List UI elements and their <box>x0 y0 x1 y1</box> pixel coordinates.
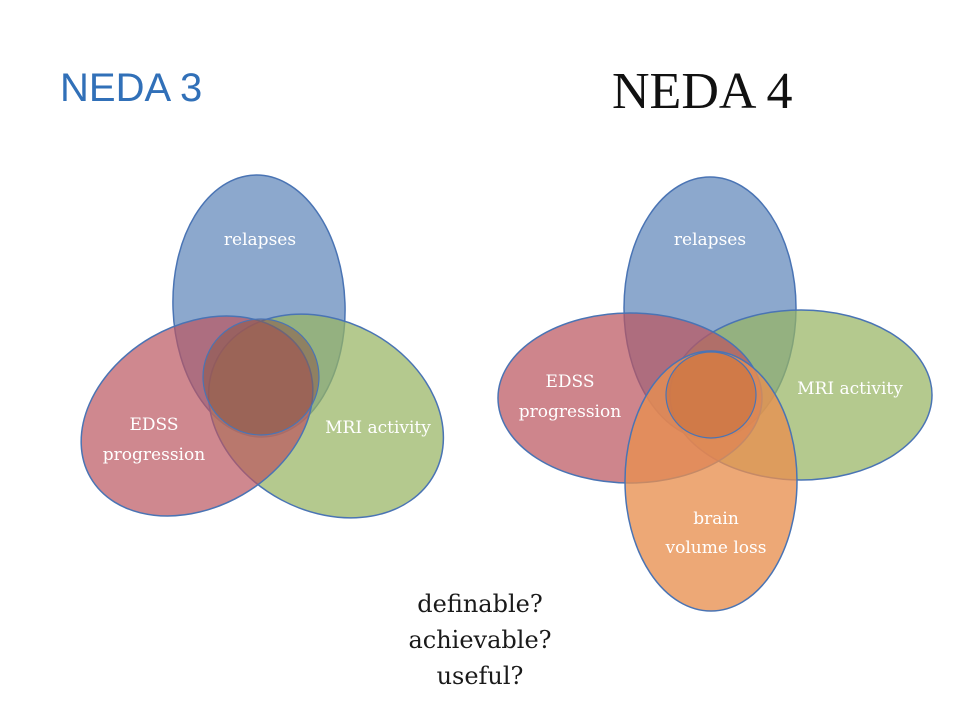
neda3-edss-label-line1: EDSS <box>129 415 178 435</box>
neda3-edss-label-line2: progression <box>103 445 205 465</box>
neda3-diagram: relapses EDSS progression MRI activity <box>80 174 445 519</box>
neda4-title: NEDA 4 <box>612 63 793 120</box>
neda3-relapses-label: relapses <box>224 230 296 250</box>
neda4-edss-label-line2: progression <box>519 402 621 422</box>
question-useful: useful? <box>436 662 524 690</box>
neda4-brain-label-line2: volume loss <box>665 538 767 558</box>
neda3-title: NEDA 3 <box>60 66 203 110</box>
neda4-brain-label-line1: brain <box>693 509 739 529</box>
question-definable: definable? <box>417 590 543 618</box>
question-achievable: achievable? <box>408 626 552 654</box>
neda4-edss-label-line1: EDSS <box>545 372 594 392</box>
neda4-center-overlap <box>665 351 757 439</box>
neda4-diagram: relapses EDSS progression MRI activity b… <box>497 176 933 612</box>
neda4-mri-label: MRI activity <box>797 379 903 399</box>
neda3-mri-label: MRI activity <box>325 418 431 438</box>
neda4-brain-circle <box>624 350 798 612</box>
question-list: definable? achievable? useful? <box>370 586 590 694</box>
neda4-relapses-label: relapses <box>674 230 746 250</box>
neda3-center-overlap <box>202 318 320 436</box>
